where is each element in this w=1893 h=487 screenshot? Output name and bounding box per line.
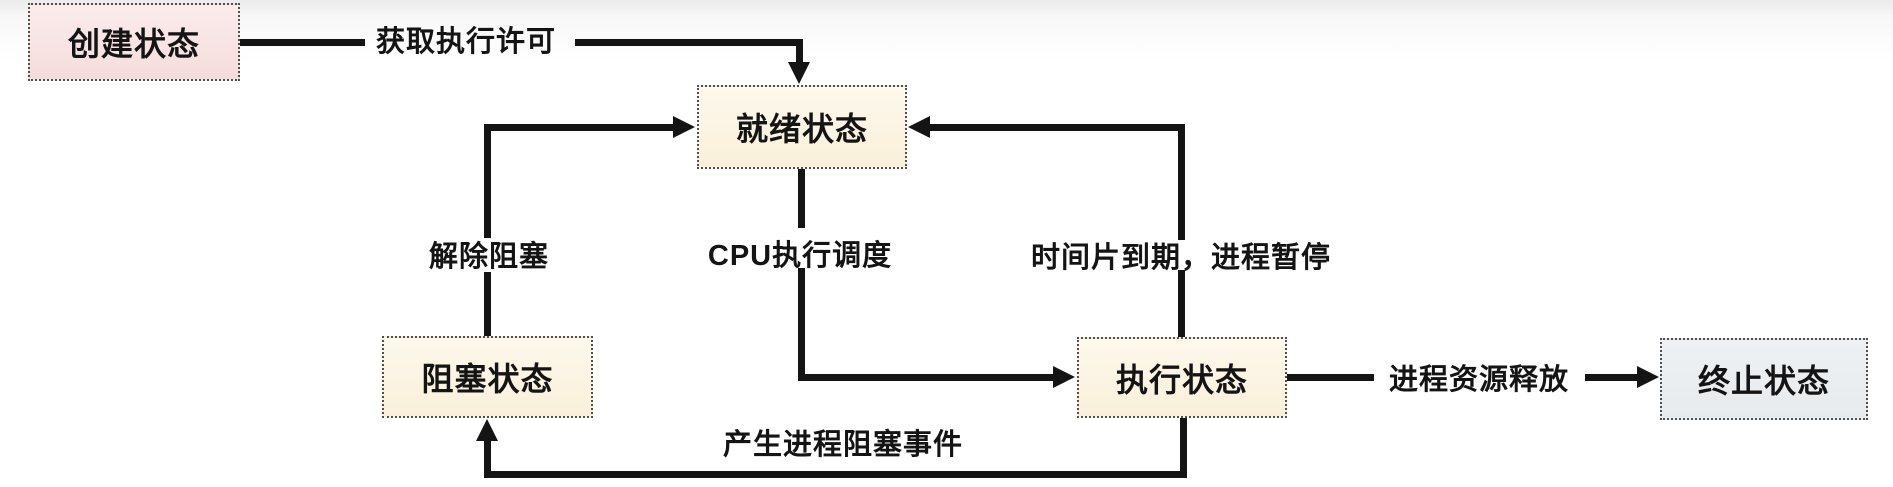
edge-label-unblock: 解除阻塞 <box>428 241 550 273</box>
line-segment <box>484 471 1187 478</box>
node-blocked-state: 阻塞状态 <box>382 336 593 418</box>
line-segment <box>929 124 1185 131</box>
arrowhead-right <box>1637 366 1659 388</box>
node-ready-state: 就绪状态 <box>697 85 907 169</box>
line-segment <box>1585 374 1638 381</box>
line-segment <box>575 39 803 46</box>
line-segment <box>1178 124 1185 240</box>
node-terminated-state-label: 终止状态 <box>1697 363 1830 399</box>
edge-label-acquire-permission: 获取执行许可 <box>375 26 557 58</box>
line-segment <box>798 268 805 381</box>
node-create-state-label: 创建状态 <box>67 26 200 62</box>
node-ready-state-label: 就绪状态 <box>735 111 868 147</box>
line-segment <box>796 42 803 70</box>
edge-label-blocking-event: 产生进程阻塞事件 <box>722 429 964 461</box>
line-segment <box>484 124 491 238</box>
line-segment <box>1178 270 1185 337</box>
line-segment <box>1180 418 1187 478</box>
node-blocked-state-label: 阻塞状态 <box>421 361 554 397</box>
edge-label-release-resources: 进程资源释放 <box>1388 364 1570 396</box>
node-running-state-label: 执行状态 <box>1115 361 1248 398</box>
arrowhead-left <box>908 116 930 138</box>
line-segment <box>484 272 491 336</box>
node-terminated-state: 终止状态 <box>1660 338 1868 420</box>
arrowhead-right <box>673 116 695 138</box>
arrowhead-right <box>1053 366 1075 388</box>
edge-label-cpu-schedule: CPU执行调度 <box>707 240 893 272</box>
line-segment <box>798 169 805 228</box>
arrowhead-down <box>788 62 810 84</box>
line-segment <box>240 39 365 46</box>
line-segment <box>484 124 676 131</box>
edge-label-timeslice-expired: 时间片到期，进程暂停 <box>1030 242 1332 274</box>
line-segment <box>1287 374 1374 381</box>
node-running-state: 执行状态 <box>1077 337 1287 418</box>
node-create-state: 创建状态 <box>28 3 240 81</box>
arrowhead-up <box>476 419 498 441</box>
line-segment <box>484 441 491 478</box>
line-segment <box>798 374 1056 381</box>
